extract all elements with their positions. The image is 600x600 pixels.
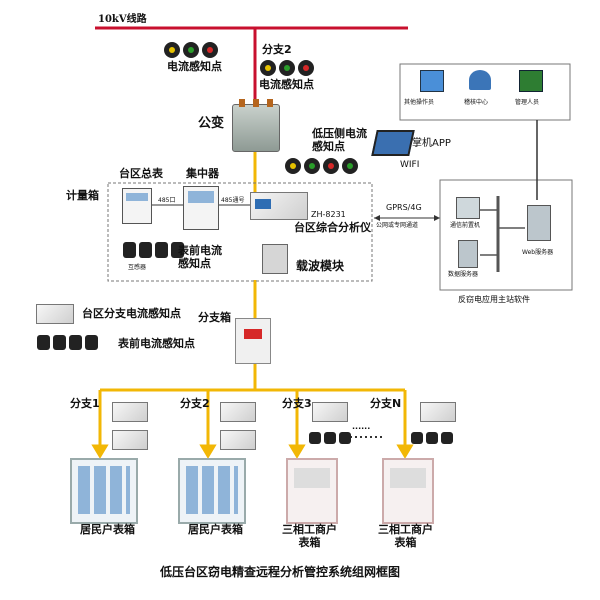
branch-2-sensor-a: [220, 402, 256, 422]
meter-box-2-icon: [178, 458, 246, 524]
sensor-top-left-label: 电流感知点: [167, 60, 222, 73]
ct-group-branch-3: [308, 430, 352, 449]
branch-2-top-label: 分支2: [262, 43, 292, 56]
branch-n-sensor-a: [420, 402, 456, 422]
transformer-label: 公变: [198, 116, 225, 131]
main-meter-icon: [122, 188, 152, 224]
branch-2-sensor-b: [220, 430, 256, 450]
main-meter-label: 台区总表: [119, 167, 163, 180]
analyzer-icon: [250, 192, 308, 220]
analyzer-model-label: ZH-8231: [311, 210, 346, 219]
meter-front-sensor-label: 表前电流 感知点: [178, 244, 222, 270]
metering-box-label: 计量箱: [66, 189, 99, 202]
meter-box-n-icon: [382, 458, 434, 524]
db-server-icon: [458, 240, 478, 268]
branch-box-icon: [235, 318, 271, 364]
branch-2-label: 分支2: [180, 397, 210, 410]
meter-box-3-icon: [286, 458, 338, 524]
branch-dots: ······: [352, 424, 371, 433]
branch-n-label: 分支N: [370, 397, 402, 410]
concentrator-label: 集中器: [186, 167, 219, 180]
diagram-caption: 低压台区窃电精查远程分析管控系统组网框图: [160, 565, 401, 579]
ct-group-branch-n: [410, 430, 454, 449]
branch-3-sensor-a: [312, 402, 348, 422]
meter-box-1-icon: [70, 458, 138, 524]
ct-group-top-left: [162, 40, 222, 64]
admin-icon: [519, 70, 543, 92]
master-station-frame: [439, 179, 573, 291]
port-485-channel-label: 485通号: [221, 197, 245, 204]
ct-group-meter-front: [122, 240, 188, 264]
db-server-label: 数据服务器: [448, 271, 479, 278]
transformer-icon: [232, 99, 280, 152]
ct-group-top-right: [258, 58, 318, 82]
transformer-small-label: 互感器: [128, 264, 147, 271]
network-label: 公网或专网通道: [376, 222, 419, 229]
phone-app-icon: [371, 130, 415, 156]
web-server-icon: [527, 205, 551, 241]
carrier-module-label: 载波模块: [296, 259, 345, 273]
analyzer-name-label: 台区综合分析仪: [294, 221, 371, 234]
meter-box-3-label: 三相工商户 表箱: [282, 523, 337, 549]
line-label: 10kV线路: [98, 14, 147, 25]
gprs-label: GPRS/4G: [386, 203, 422, 212]
branch-3-label: 分支3: [282, 397, 312, 410]
branch-box-label: 分支箱: [198, 311, 231, 324]
ct-group-meter-front-2: [36, 334, 100, 356]
meter-box-n-label: 三相工商户 表箱: [378, 523, 433, 549]
concentrator-icon: [183, 186, 219, 230]
branch-1-label: 分支1: [70, 397, 100, 410]
metering-box-frame: [107, 182, 373, 282]
branch-drops: [91, 390, 414, 459]
wifi-label: WIFI: [400, 160, 420, 170]
other-operator-icon: [420, 70, 444, 92]
branch-sensor-label: 台区分支电流感知点: [82, 307, 181, 320]
meter-front-sensor-2-label: 表前电流感知点: [118, 337, 195, 350]
meter-box-2-label: 居民户表箱: [188, 523, 243, 536]
carrier-module-icon: [262, 244, 288, 274]
master-software-label: 反窃电应用主站软件: [458, 295, 530, 304]
web-server-label: Web服务器: [522, 249, 554, 256]
branch-1-sensor-b: [112, 430, 148, 450]
branch-1-sensor-a: [112, 402, 148, 422]
low-voltage-sensor-label: 低压侧电流 感知点: [312, 127, 367, 153]
port-485-label: 485口: [158, 197, 176, 204]
comm-server-icon: [456, 197, 480, 219]
branch-sensor-device-icon: [36, 304, 74, 324]
user-admin-label: 管理人员: [515, 99, 540, 106]
sensor-top-right-label: 电流感知点: [259, 78, 314, 91]
app-label: 掌机APP: [412, 138, 451, 149]
user-center-label: 稽核中心: [464, 99, 489, 106]
user-other-label: 其他操作员: [404, 99, 435, 106]
audit-center-icon: [469, 70, 491, 90]
comm-server-label: 通信前置机: [450, 222, 481, 229]
ct-group-low-voltage: [283, 155, 363, 181]
meter-box-1-label: 居民户表箱: [80, 523, 135, 536]
